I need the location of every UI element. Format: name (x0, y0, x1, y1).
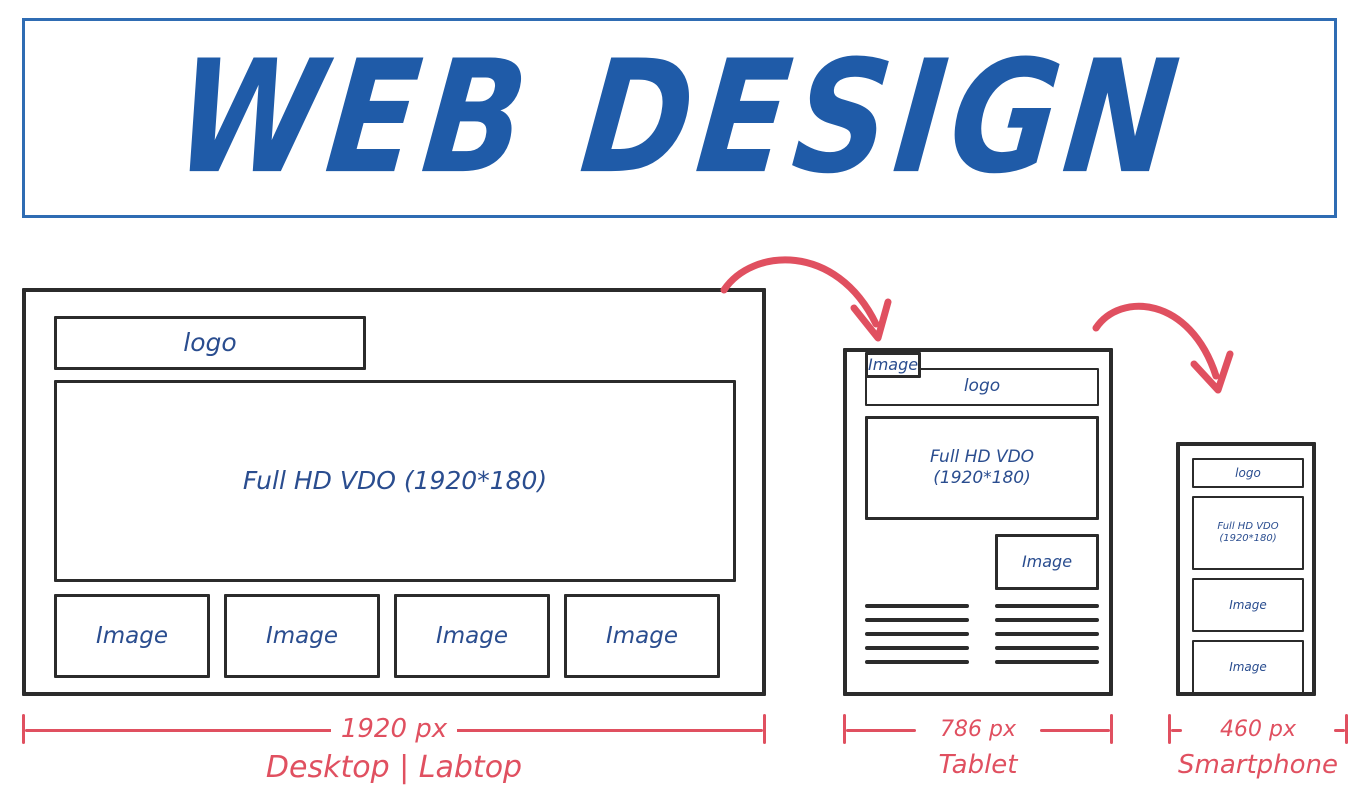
measure-bar (1039, 729, 1110, 732)
text-line (865, 646, 969, 650)
measure-bar (25, 729, 338, 732)
text-line (995, 646, 1099, 650)
measure-end-cap-icon (763, 714, 766, 744)
desktop-image-box: Image (394, 594, 550, 678)
desktop-width-label: 1920 px (330, 714, 458, 744)
desktop-image-label: Image (95, 622, 169, 649)
smartphone-device-frame: logo Full HD VDO (1920*180) Image Image (1176, 442, 1316, 696)
measure-end-cap-icon (1345, 714, 1348, 744)
measure-bar (450, 729, 763, 732)
tablet-video-box: Full HD VDO (1920*180) (865, 416, 1099, 520)
desktop-image-box: Image (564, 594, 720, 678)
text-line (865, 632, 969, 636)
smartphone-image-box: Image (1192, 640, 1304, 694)
title-banner: WEB DESIGN (22, 18, 1337, 218)
smartphone-logo-label: logo (1235, 465, 1261, 480)
smartphone-image-label: Image (1229, 597, 1267, 612)
tablet-image-label: Image (1021, 552, 1073, 571)
smartphone-video-label: Full HD VDO (1920*180) (1217, 520, 1279, 545)
measure-end-cap-icon (22, 714, 25, 744)
curved-arrow-tablet-to-smartphone (1092, 302, 1234, 394)
desktop-dimension-row: 1920 px (22, 712, 766, 746)
tablet-dimension-row: 786 px (843, 712, 1113, 746)
desktop-logo-label: logo (183, 328, 237, 358)
measure-end-cap-icon (1110, 714, 1113, 744)
text-line (995, 632, 1099, 636)
desktop-video-label: Full HD VDO (1920*180) (242, 466, 548, 496)
tablet-device-frame: logo Full HD VDO (1920*180) Image Image (843, 348, 1113, 696)
smartphone-image-label: Image (1229, 659, 1267, 674)
measure-end-cap-icon (843, 714, 846, 744)
smartphone-video-box: Full HD VDO (1920*180) (1192, 496, 1304, 570)
smartphone-device-label: Smartphone (1177, 750, 1338, 780)
desktop-device-label: Desktop | Labtop (265, 750, 523, 785)
smartphone-dimension-row: 460 px (1168, 712, 1348, 746)
tablet-width-label: 786 px (934, 716, 1022, 742)
desktop-device-frame: logo Full HD VDO (1920*180) Image Image … (22, 288, 766, 696)
text-line (865, 618, 969, 622)
tablet-image-label: Image (868, 355, 919, 374)
tablet-image-box: Image (865, 352, 922, 378)
tablet-text-line-column (865, 604, 969, 674)
tablet-image-box: Image (995, 534, 1099, 590)
tablet-measurement: 786 px Tablet (843, 712, 1113, 780)
desktop-image-box: Image (54, 594, 210, 678)
page-title: WEB DESIGN (167, 27, 1192, 209)
text-line (865, 604, 969, 608)
measure-end-cap-icon (1168, 714, 1171, 744)
text-line (865, 660, 969, 664)
text-line (995, 660, 1099, 664)
tablet-video-label: Full HD VDO (1920*180) (929, 446, 1035, 488)
smartphone-width-label: 460 px (1217, 716, 1299, 742)
desktop-image-label: Image (605, 622, 679, 649)
desktop-image-label: Image (265, 622, 339, 649)
text-line (995, 618, 1099, 622)
desktop-measurement: 1920 px Desktop | Labtop (22, 712, 766, 785)
smartphone-measurement: 460 px Smartphone (1168, 712, 1348, 780)
desktop-video-box: Full HD VDO (1920*180) (54, 380, 736, 582)
smartphone-logo-box: logo (1192, 458, 1304, 488)
desktop-logo-box: logo (54, 316, 366, 370)
desktop-image-box: Image (224, 594, 380, 678)
smartphone-image-box: Image (1192, 578, 1304, 632)
measure-bar (1334, 729, 1345, 732)
measure-bar (1171, 729, 1182, 732)
tablet-device-label: Tablet (938, 750, 1018, 780)
measure-bar (846, 729, 917, 732)
desktop-image-label: Image (435, 622, 509, 649)
tablet-text-line-column (995, 604, 1099, 674)
text-line (995, 604, 1099, 608)
tablet-logo-label: logo (963, 376, 1001, 397)
